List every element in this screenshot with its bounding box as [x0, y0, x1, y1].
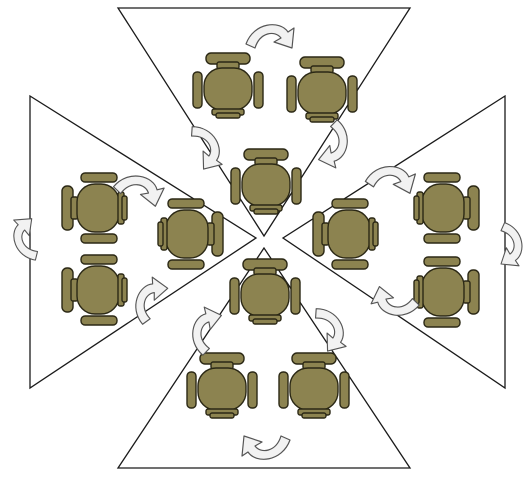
diagram-canvas: [0, 0, 523, 477]
chair-rotation-diagram: [0, 0, 523, 477]
